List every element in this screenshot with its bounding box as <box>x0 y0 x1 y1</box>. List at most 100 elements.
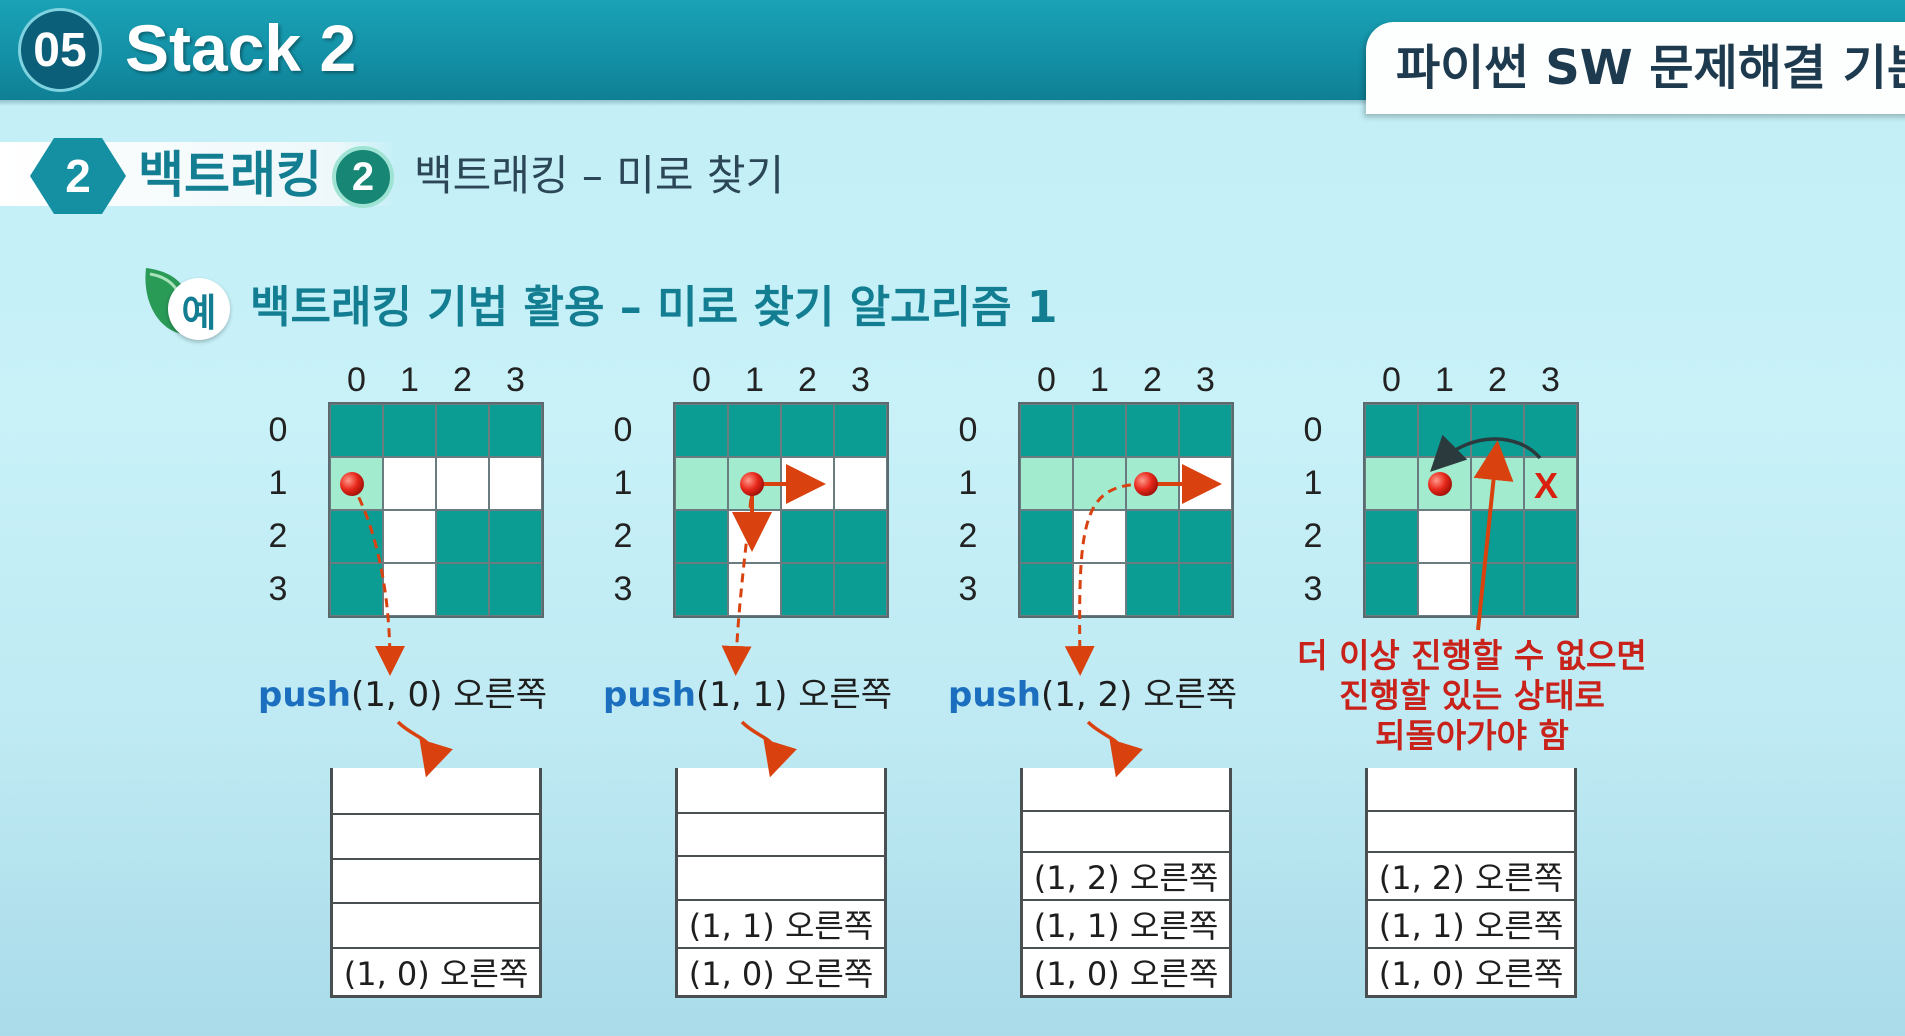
maze-grid <box>1363 402 1579 618</box>
column-label: 1 <box>1090 361 1109 399</box>
push-arguments: (1, 2) 오른쪽 <box>1041 675 1238 715</box>
maze-cell <box>1471 510 1524 563</box>
maze-cell <box>675 404 728 457</box>
maze-cell <box>1471 404 1524 457</box>
maze-cell <box>1365 510 1418 563</box>
maze-cell <box>1073 457 1126 510</box>
maze-cell <box>383 404 436 457</box>
maze-cell <box>781 510 834 563</box>
row-label: 3 <box>613 570 633 608</box>
note-line: 더 이상 진행할 수 없으면 <box>1297 636 1647 675</box>
push-keyword: push <box>948 675 1041 715</box>
maze-cell <box>436 563 489 616</box>
maze-cell <box>1418 563 1471 616</box>
maze-cell <box>1365 404 1418 457</box>
example-leaf-icon: 예 <box>140 264 232 344</box>
push-operation: push(1, 2) 오른쪽 <box>948 672 1268 718</box>
stack-slot <box>678 768 884 812</box>
row-label: 2 <box>268 517 288 555</box>
maze-cell <box>781 404 834 457</box>
maze-cell <box>1126 457 1179 510</box>
maze-cell <box>1471 457 1524 510</box>
maze-cell <box>1179 457 1232 510</box>
maze-cell <box>489 457 542 510</box>
maze-cell <box>383 510 436 563</box>
push-operation: push(1, 1) 오른쪽 <box>603 672 923 718</box>
maze-cell <box>1365 457 1418 510</box>
stack-slot: (1, 2) 오른쪽 <box>1023 851 1229 899</box>
maze-cell <box>1073 404 1126 457</box>
header-shadow <box>0 100 1905 106</box>
row-label: 0 <box>1303 411 1323 449</box>
maze-cell <box>383 563 436 616</box>
row-label: 2 <box>1303 517 1323 555</box>
maze-cell <box>728 457 781 510</box>
push-arguments: (1, 0) 오른쪽 <box>351 675 548 715</box>
row-label: 1 <box>268 464 288 502</box>
section-title: 백트래킹 <box>138 146 322 204</box>
push-keyword: push <box>258 675 351 715</box>
maze-cell <box>781 457 834 510</box>
maze-cell <box>1020 563 1073 616</box>
maze-cell <box>834 404 887 457</box>
maze-cell <box>834 457 887 510</box>
stack-slot <box>333 812 539 858</box>
maze-cell <box>1020 404 1073 457</box>
maze-cell <box>1418 510 1471 563</box>
maze-cell <box>1179 404 1232 457</box>
row-label: 3 <box>1303 570 1323 608</box>
maze-cell <box>834 563 887 616</box>
maze-cell <box>1073 563 1126 616</box>
maze-cell <box>436 404 489 457</box>
maze-cell <box>330 563 383 616</box>
column-label: 0 <box>692 361 711 399</box>
maze-cell <box>436 457 489 510</box>
maze-cell <box>675 457 728 510</box>
subsection-number-badge: 2 <box>332 146 394 208</box>
row-label: 0 <box>958 411 978 449</box>
chapter-number-badge: 05 <box>18 8 102 92</box>
push-keyword: push <box>603 675 696 715</box>
stack-slot <box>678 855 884 899</box>
row-label: 2 <box>613 517 633 555</box>
maze-cell <box>1126 404 1179 457</box>
stack-slot <box>1368 809 1574 852</box>
maze-cell <box>781 563 834 616</box>
maze-cell <box>834 510 887 563</box>
stack-slot <box>333 902 539 947</box>
column-label: 0 <box>1382 361 1401 399</box>
column-label: 1 <box>1435 361 1454 399</box>
subsection-title: 백트래킹 – 미로 찾기 <box>414 151 785 200</box>
maze-cell <box>1126 510 1179 563</box>
example-badge: 예 <box>168 278 230 340</box>
section-number-hex: 2 <box>30 138 126 214</box>
stack-slot: (1, 0) 오른쪽 <box>678 947 884 995</box>
column-label: 0 <box>347 361 366 399</box>
stack: (1, 2) 오른쪽(1, 1) 오른쪽(1, 0) 오른쪽 <box>1365 768 1577 998</box>
course-tab <box>1366 22 1905 114</box>
chapter-title: Stack 2 <box>125 11 357 85</box>
maze-cell <box>489 563 542 616</box>
maze-cell <box>330 457 383 510</box>
column-label: 3 <box>851 361 870 399</box>
stack-slot: (1, 1) 오른쪽 <box>1368 899 1574 947</box>
column-label: 2 <box>453 361 472 399</box>
maze-cell <box>489 510 542 563</box>
maze-cell <box>489 404 542 457</box>
maze-cell <box>1524 563 1577 616</box>
maze-cell <box>728 510 781 563</box>
maze-cell <box>675 510 728 563</box>
stack-slot: (1, 0) 오른쪽 <box>333 947 539 995</box>
stack-slot <box>333 768 539 813</box>
row-label: 0 <box>268 411 288 449</box>
maze-cell <box>1524 510 1577 563</box>
column-label: 0 <box>1037 361 1056 399</box>
note-line: 되돌아가야 함 <box>1375 716 1569 755</box>
column-label: 2 <box>1488 361 1507 399</box>
maze-grid <box>1018 402 1234 618</box>
maze-cell <box>330 510 383 563</box>
column-label: 3 <box>1196 361 1215 399</box>
maze-cell <box>1073 510 1126 563</box>
